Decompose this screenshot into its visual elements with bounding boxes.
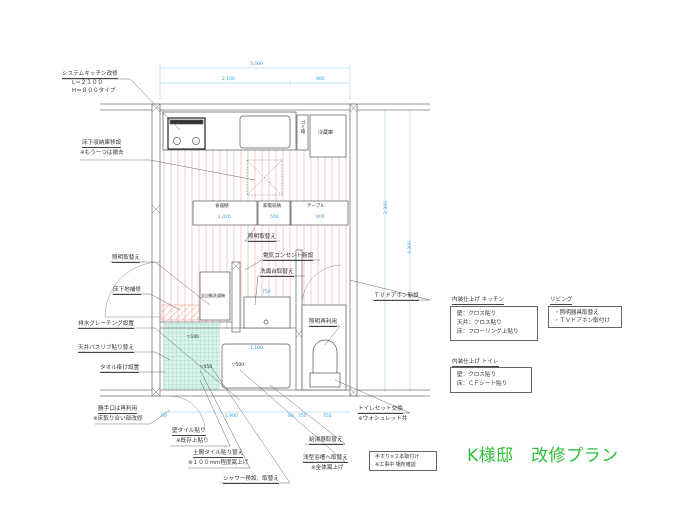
water-heater-callout: 給湯器取替え <box>309 437 343 445</box>
elevation-3: ▽500 <box>232 363 245 368</box>
living-title: リビング <box>550 297 573 305</box>
finish-kitchen-line: 床：フローリング上貼り <box>457 329 519 335</box>
dim-tub: 1,100 <box>250 346 263 351</box>
furniture-row <box>192 200 349 226</box>
floor-tile-callout-2: ※１００mm程度嵩上げ <box>188 460 249 466</box>
handrail-line: 手すり×２本取付け <box>375 454 420 460</box>
dim-bottom-0: 80 <box>161 414 167 419</box>
dim-bottom-2: 80 <box>288 414 294 419</box>
ceiling-callout: 天井バスリブ貼り替え <box>78 345 134 353</box>
washer-label: 全自動洗濯機 <box>201 293 225 298</box>
shower-callout: シャワー移設、取替え <box>223 476 279 484</box>
appliance-label: 家電収納 <box>263 204 281 209</box>
dim-right-0: 2,300 <box>383 201 389 214</box>
kitchen-callout-3: H＝８００タイプ <box>72 88 116 94</box>
washing-machine <box>199 271 231 321</box>
floor-storage-hatch <box>246 159 283 196</box>
finish-toilet-line: 床：ＣＦシート貼り <box>457 381 508 387</box>
wall-tile-callout-1: 壁タイル貼り <box>172 428 206 436</box>
handrail-line: ※工事中 場所確認 <box>375 462 416 468</box>
dim-bottom-4: 750 <box>323 414 332 419</box>
light-callout-2: 照明取替え <box>112 255 140 263</box>
washbasin-callout: 洗面台取替え <box>260 269 294 277</box>
toilet-callout-1: トイレセット交換 <box>358 406 403 414</box>
dim-table: 900 <box>316 215 325 220</box>
light-callout-1: 照明取替え <box>248 234 276 242</box>
walls <box>100 103 430 397</box>
table-label: テーブル <box>307 204 325 209</box>
outlet-callout: 電気コンセント新設 <box>263 253 314 261</box>
finish-kitchen-title: 内装仕上げ キッチン <box>452 297 505 305</box>
floor-storage-callout-1: 床下収納庫移設 <box>82 140 122 148</box>
finish-kitchen-line: 壁：クロス貼り <box>457 311 497 317</box>
dimension-lines <box>159 64 411 413</box>
column-markers <box>151 103 358 397</box>
bathroom-tile-floor <box>163 323 220 390</box>
finish-toilet-box: 壁：クロス貼り 床：ＣＦシート貼り <box>450 367 532 393</box>
elevation-1: ▽100 <box>187 335 200 340</box>
bathtub <box>221 343 291 389</box>
floor-tile-callout-1: 土間タイル貼り替え <box>193 450 244 458</box>
finish-toilet-line: 壁：クロス貼り <box>457 372 497 378</box>
finish-kitchen-line: 天井：クロス貼り <box>457 320 502 326</box>
wall-tile-callout-2: ※既存上貼り <box>176 438 209 444</box>
finish-toilet-title: 内装仕上げ トイレ <box>452 359 499 367</box>
bathtub-callout-2: ※全体嵩上げ <box>311 465 344 471</box>
tv-intercom-callout: ＴＶドアホン新設 <box>374 293 419 301</box>
bathtub-callout-1: 浅型浴槽へ取替え <box>303 455 348 463</box>
floor-repair-callout: 床下地補修 <box>113 287 141 295</box>
dim-top-2: 900 <box>316 77 325 82</box>
toilet-callout-2: ※ウォシュレット共 <box>358 416 408 422</box>
living-line: ・照明器具取替え <box>554 310 599 316</box>
plan-title: K様邸 改修プラン <box>467 446 619 466</box>
back-door-callout-1: 勝手口は再利用 <box>98 406 138 414</box>
cupboard-label: 食器棚 <box>215 204 229 209</box>
dim-basin: 750 <box>262 290 271 295</box>
dim-right-1: 4,300 <box>407 241 413 254</box>
dim-bottom-3: 750 <box>298 414 307 419</box>
kitchen-callout-2: L＝２１００ <box>72 80 104 86</box>
grating-callout: 排水グレーチング設置 <box>78 321 134 329</box>
door-swings <box>104 261 343 431</box>
towel-callout: タオル掛け設置 <box>100 365 140 373</box>
dim-top-1: 2,100 <box>222 77 235 82</box>
floor-storage-callout-2: ※もう一つは撤去 <box>80 150 124 156</box>
handrail-box: 手すり×２本取付け ※工事中 場所確認 <box>369 451 437 471</box>
kitchen-counter <box>162 111 347 158</box>
light-reuse-callout: 照明再利用 <box>309 319 337 327</box>
fridge-label: 冷蔵庫 <box>318 130 334 136</box>
kitchen-callout-1: システムキッチン改修 <box>62 71 118 79</box>
trash-label: ゴミ箱 <box>300 120 305 134</box>
dim-appliance: 500 <box>270 215 279 220</box>
finish-kitchen-box: 壁：クロス貼り 天井：クロス貼り 床：フローリング上貼り <box>450 306 538 341</box>
dim-overall: 3,000 <box>250 62 263 67</box>
dim-cupboard: 1,020 <box>218 215 231 220</box>
living-line: ・ＴＶドアホン取付け <box>554 318 610 324</box>
living-box: ・照明器具取替え ・ＴＶドアホン取付け <box>548 306 622 328</box>
elevation-2: ▽450 <box>200 365 213 370</box>
back-door-callout-2: ※床取り合い部改修 <box>93 416 143 422</box>
dim-bottom-1: 2,900 <box>225 414 238 419</box>
